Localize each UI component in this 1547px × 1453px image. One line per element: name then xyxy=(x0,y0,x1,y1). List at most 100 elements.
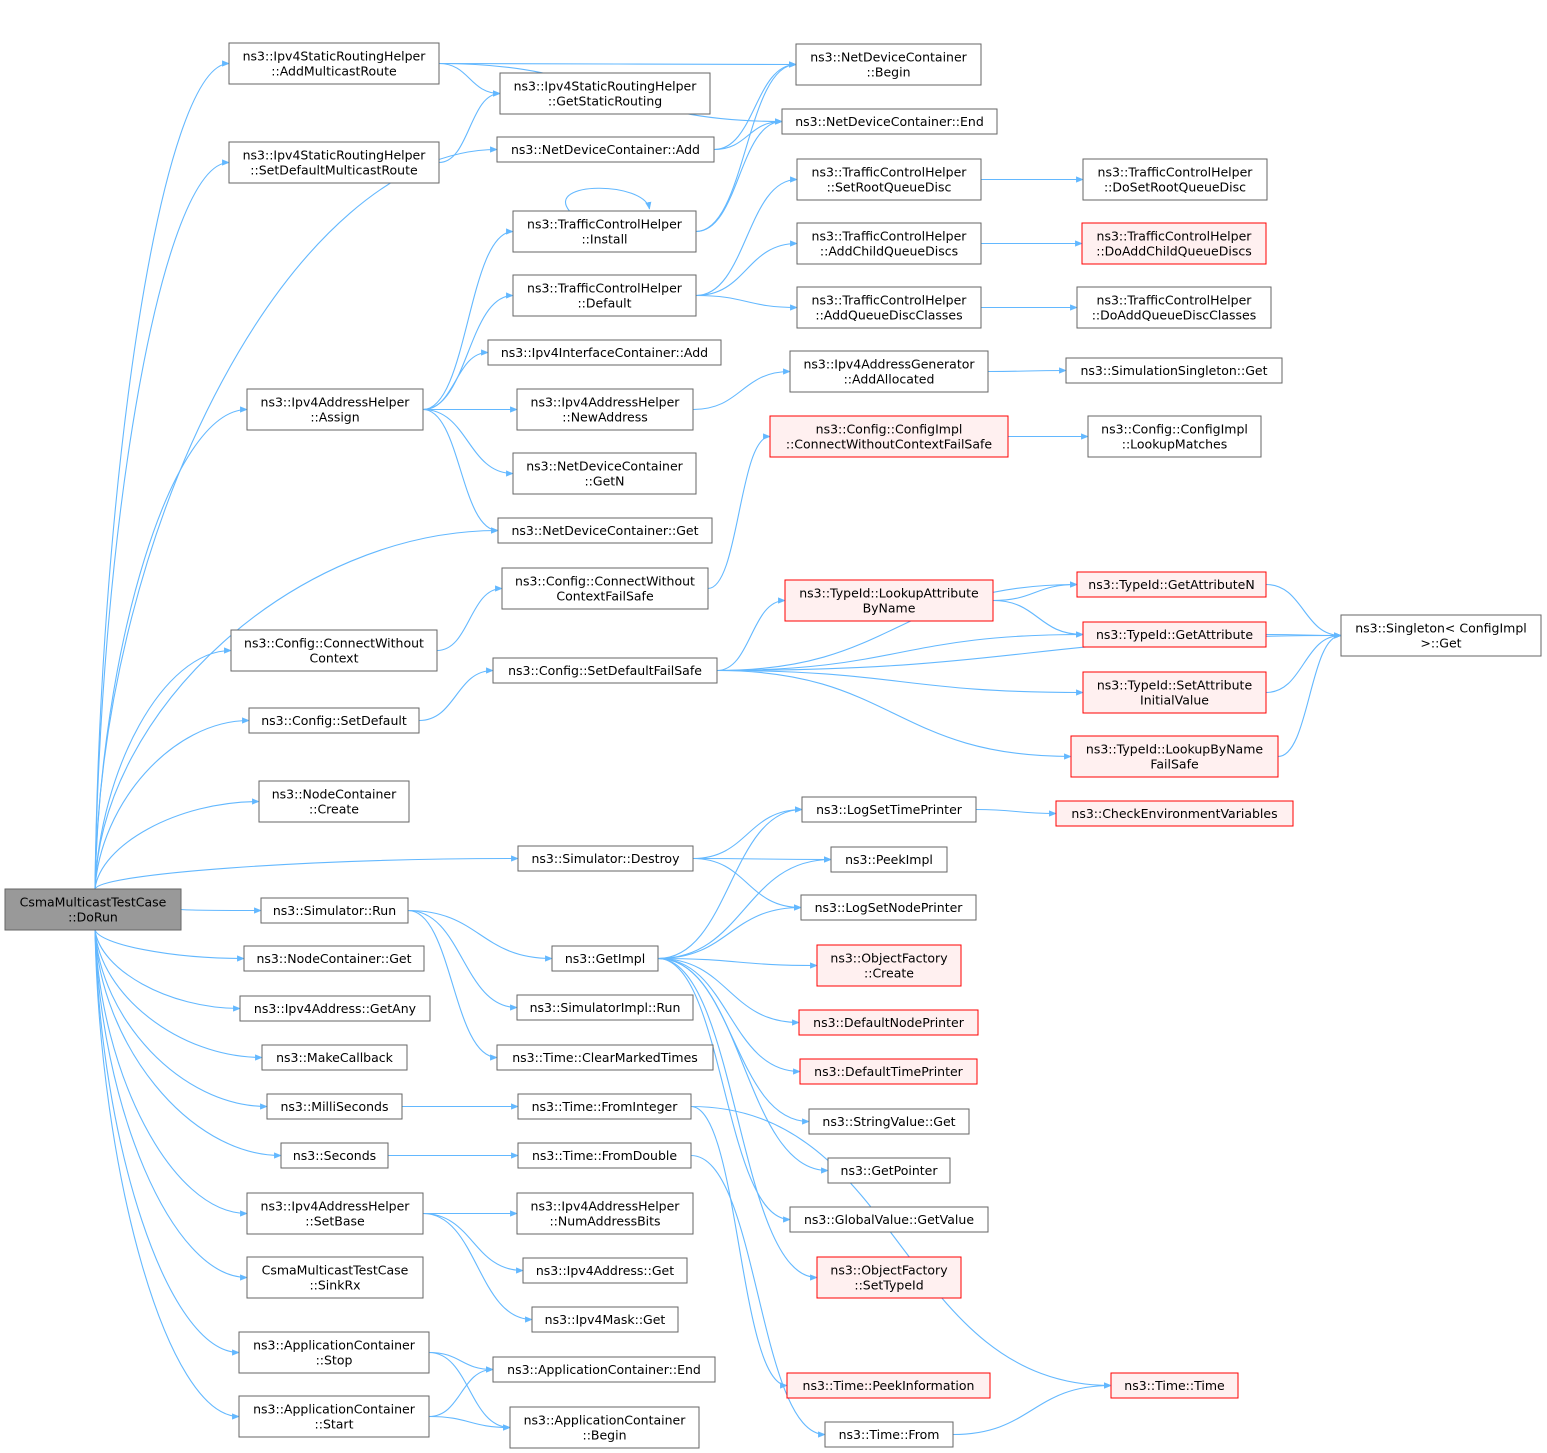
node-simdestroy[interactable]: ns3::Simulator::Destroy xyxy=(517,845,694,872)
node-label: ::DoAddQueueDiscClasses xyxy=(1092,308,1257,323)
node-lookupmatches[interactable]: ns3::Config::ConfigImpl::LookupMatches xyxy=(1087,415,1262,458)
node-addchildqd[interactable]: ns3::TrafficControlHelper::AddChildQueue… xyxy=(796,222,982,265)
edge-dorun-to-simdestroy xyxy=(94,855,519,890)
node-box xyxy=(492,1356,716,1383)
node-label: ns3::NetDeviceContainer::Add xyxy=(511,142,700,157)
node-ifcadd[interactable]: ns3::Ipv4InterfaceContainer::Add xyxy=(487,339,722,366)
node-newaddr[interactable]: ns3::Ipv4AddressHelper::NewAddress xyxy=(516,388,694,431)
node-doaddclasses[interactable]: ns3::TrafficControlHelper::DoAddQueueDis… xyxy=(1076,286,1272,329)
edge-tchinstall-to-tchinstall xyxy=(565,187,652,212)
edge-addralloc-to-simsingleget xyxy=(987,367,1067,374)
node-setdefmc[interactable]: ns3::Ipv4StaticRoutingHelper::SetDefault… xyxy=(228,141,440,184)
edge-dorun-to-addmcroute xyxy=(94,60,230,890)
node-checkenv[interactable]: ns3::CheckEnvironmentVariables xyxy=(1055,800,1294,827)
node-dosetroot[interactable]: ns3::TrafficControlHelper::DoSetRootQueu… xyxy=(1082,158,1268,201)
node-sinkrx[interactable]: CsmaMulticastTestCase::SinkRx xyxy=(246,1256,424,1299)
node-getattrn[interactable]: ns3::TypeId::GetAttributeN xyxy=(1076,571,1267,598)
node-defnodeprinter[interactable]: ns3::DefaultNodePrinter xyxy=(798,1009,979,1036)
node-ofcreate[interactable]: ns3::ObjectFactory::Create xyxy=(816,944,962,987)
node-dorun[interactable]: CsmaMulticastTestCase::DoRun xyxy=(4,888,182,931)
node-cfgsetdeffs[interactable]: ns3::Config::SetDefaultFailSafe xyxy=(492,657,718,684)
node-gvgetvalue[interactable]: ns3::GlobalValue::GetValue xyxy=(789,1206,989,1233)
node-deftimeprinter[interactable]: ns3::DefaultTimePrinter xyxy=(799,1058,978,1085)
edge-lookupbyname-to-singletonget xyxy=(1277,632,1342,758)
node-makecb[interactable]: ns3::MakeCallback xyxy=(261,1044,408,1071)
node-nccreate[interactable]: ns3::NodeContainer::Create xyxy=(258,780,410,823)
node-label: ns3::Time::From xyxy=(839,1427,940,1442)
node-logsettime[interactable]: ns3::LogSetTimePrinter xyxy=(801,796,977,823)
node-peekimpl[interactable]: ns3::PeekImpl xyxy=(830,846,948,873)
node-singletonget[interactable]: ns3::Singleton< ConfigImpl >::Get xyxy=(1340,614,1542,657)
node-ipv4addrget[interactable]: ns3::Ipv4Address::Get xyxy=(522,1257,688,1284)
node-box xyxy=(531,1306,679,1333)
node-timetime[interactable]: ns3::Time::Time xyxy=(1110,1372,1239,1399)
node-doaddchild[interactable]: ns3::TrafficControlHelper::DoAddChildQue… xyxy=(1081,222,1267,265)
node-appstop[interactable]: ns3::ApplicationContainer::Stop xyxy=(238,1331,430,1374)
node-appstart[interactable]: ns3::ApplicationContainer::Start xyxy=(238,1395,430,1438)
node-strvalget[interactable]: ns3::StringValue::Get xyxy=(808,1108,970,1135)
node-ipv4any[interactable]: ns3::Ipv4Address::GetAny xyxy=(239,995,431,1022)
node-box xyxy=(4,888,182,931)
node-fromint[interactable]: ns3::Time::FromInteger xyxy=(517,1093,692,1120)
node-label: ns3::CheckEnvironmentVariables xyxy=(1071,806,1277,821)
node-logsetnode[interactable]: ns3::LogSetNodePrinter xyxy=(800,894,977,921)
node-label: CsmaMulticastTestCase xyxy=(20,895,167,910)
node-fromdouble[interactable]: ns3::Time::FromDouble xyxy=(517,1142,692,1169)
node-box xyxy=(1065,357,1283,384)
edge-fromint-to-timetime xyxy=(690,1105,1112,1389)
node-ndcend[interactable]: ns3::NetDeviceContainer::End xyxy=(781,108,998,135)
node-box xyxy=(786,1372,991,1399)
node-addmcroute[interactable]: ns3::Ipv4StaticRoutingHelper::AddMultica… xyxy=(228,42,440,85)
node-cfgsetdef[interactable]: ns3::Config::SetDefault xyxy=(248,707,420,734)
node-box xyxy=(228,141,440,184)
node-simimplrun[interactable]: ns3::SimulatorImpl::Run xyxy=(516,994,694,1021)
node-addralloc[interactable]: ns3::Ipv4AddressGenerator::AddAllocated xyxy=(789,350,989,393)
node-addqdclasses[interactable]: ns3::TrafficControlHelper::AddQueueDiscC… xyxy=(796,286,982,329)
node-seconds[interactable]: ns3::Seconds xyxy=(280,1142,389,1169)
node-box xyxy=(1081,222,1267,265)
node-peekinfo[interactable]: ns3::Time::PeekInformation xyxy=(786,1372,991,1399)
node-box xyxy=(517,1093,692,1120)
node-addrassign[interactable]: ns3::Ipv4AddressHelper::Assign xyxy=(246,388,424,431)
node-ndcbegin[interactable]: ns3::NetDeviceContainer::Begin xyxy=(795,43,982,86)
edge-lookupattr-to-getattr xyxy=(992,599,1084,638)
node-box xyxy=(801,796,977,823)
node-setbase[interactable]: ns3::Ipv4AddressHelper::SetBase xyxy=(246,1192,424,1235)
node-tchdefault[interactable]: ns3::TrafficControlHelper::Default xyxy=(512,274,697,317)
node-append[interactable]: ns3::ApplicationContainer::End xyxy=(492,1356,716,1383)
node-millis[interactable]: ns3::MilliSeconds xyxy=(266,1093,403,1120)
node-ndcget[interactable]: ns3::NetDeviceContainer::Get xyxy=(497,517,713,544)
node-timefrom[interactable]: ns3::Time::From xyxy=(824,1421,954,1448)
node-getimpl[interactable]: ns3::GetImpl xyxy=(551,945,659,972)
node-simsingleget[interactable]: ns3::SimulationSingleton::Get xyxy=(1065,357,1283,384)
node-box xyxy=(260,897,409,924)
node-getstatic[interactable]: ns3::Ipv4StaticRoutingHelper::GetStaticR… xyxy=(499,72,711,115)
node-appbegin[interactable]: ns3::ApplicationContainer::Begin xyxy=(509,1406,700,1449)
node-numaddrbits[interactable]: ns3::Ipv4AddressHelper::NumAddressBits xyxy=(516,1192,694,1235)
node-label: ns3::Time::FromDouble xyxy=(532,1148,677,1163)
node-label: ns3::TypeId::GetAttributeN xyxy=(1088,577,1254,592)
node-label: ::Create xyxy=(309,802,359,817)
node-setrootqd[interactable]: ns3::TrafficControlHelper::SetRootQueueD… xyxy=(796,158,982,201)
node-ipv4maskget[interactable]: ns3::Ipv4Mask::Get xyxy=(531,1306,679,1333)
node-ndcadd[interactable]: ns3::NetDeviceContainer::Add xyxy=(496,136,715,163)
node-tchinstall[interactable]: ns3::TrafficControlHelper::Install xyxy=(512,210,697,253)
node-label: ns3::GetPointer xyxy=(841,1163,939,1178)
edge-dorun-to-millis xyxy=(94,929,268,1110)
edge-dorun-to-appstart xyxy=(94,929,240,1420)
node-ncget[interactable]: ns3::NodeContainer::Get xyxy=(243,945,425,972)
node-getpointer[interactable]: ns3::GetPointer xyxy=(827,1157,951,1184)
node-ofsettypeid[interactable]: ns3::ObjectFactory::SetTypeId xyxy=(816,1256,962,1299)
node-clearmarked[interactable]: ns3::Time::ClearMarkedTimes xyxy=(496,1044,714,1071)
node-ndcgetn[interactable]: ns3::NetDeviceContainer::GetN xyxy=(512,452,697,495)
node-simrun[interactable]: ns3::Simulator::Run xyxy=(260,897,409,924)
node-cfgconnwo[interactable]: ns3::Config::ConnectWithoutContext xyxy=(230,629,438,672)
node-getattr[interactable]: ns3::TypeId::GetAttribute xyxy=(1082,621,1267,648)
edge-getimpl-to-getpointer xyxy=(657,957,829,1174)
node-cfgconnwofs[interactable]: ns3::Config::ConnectWithoutContextFailSa… xyxy=(501,567,709,610)
node-cfgimplconn[interactable]: ns3::Config::ConfigImpl::ConnectWithoutC… xyxy=(769,415,1009,458)
node-box xyxy=(228,42,440,85)
